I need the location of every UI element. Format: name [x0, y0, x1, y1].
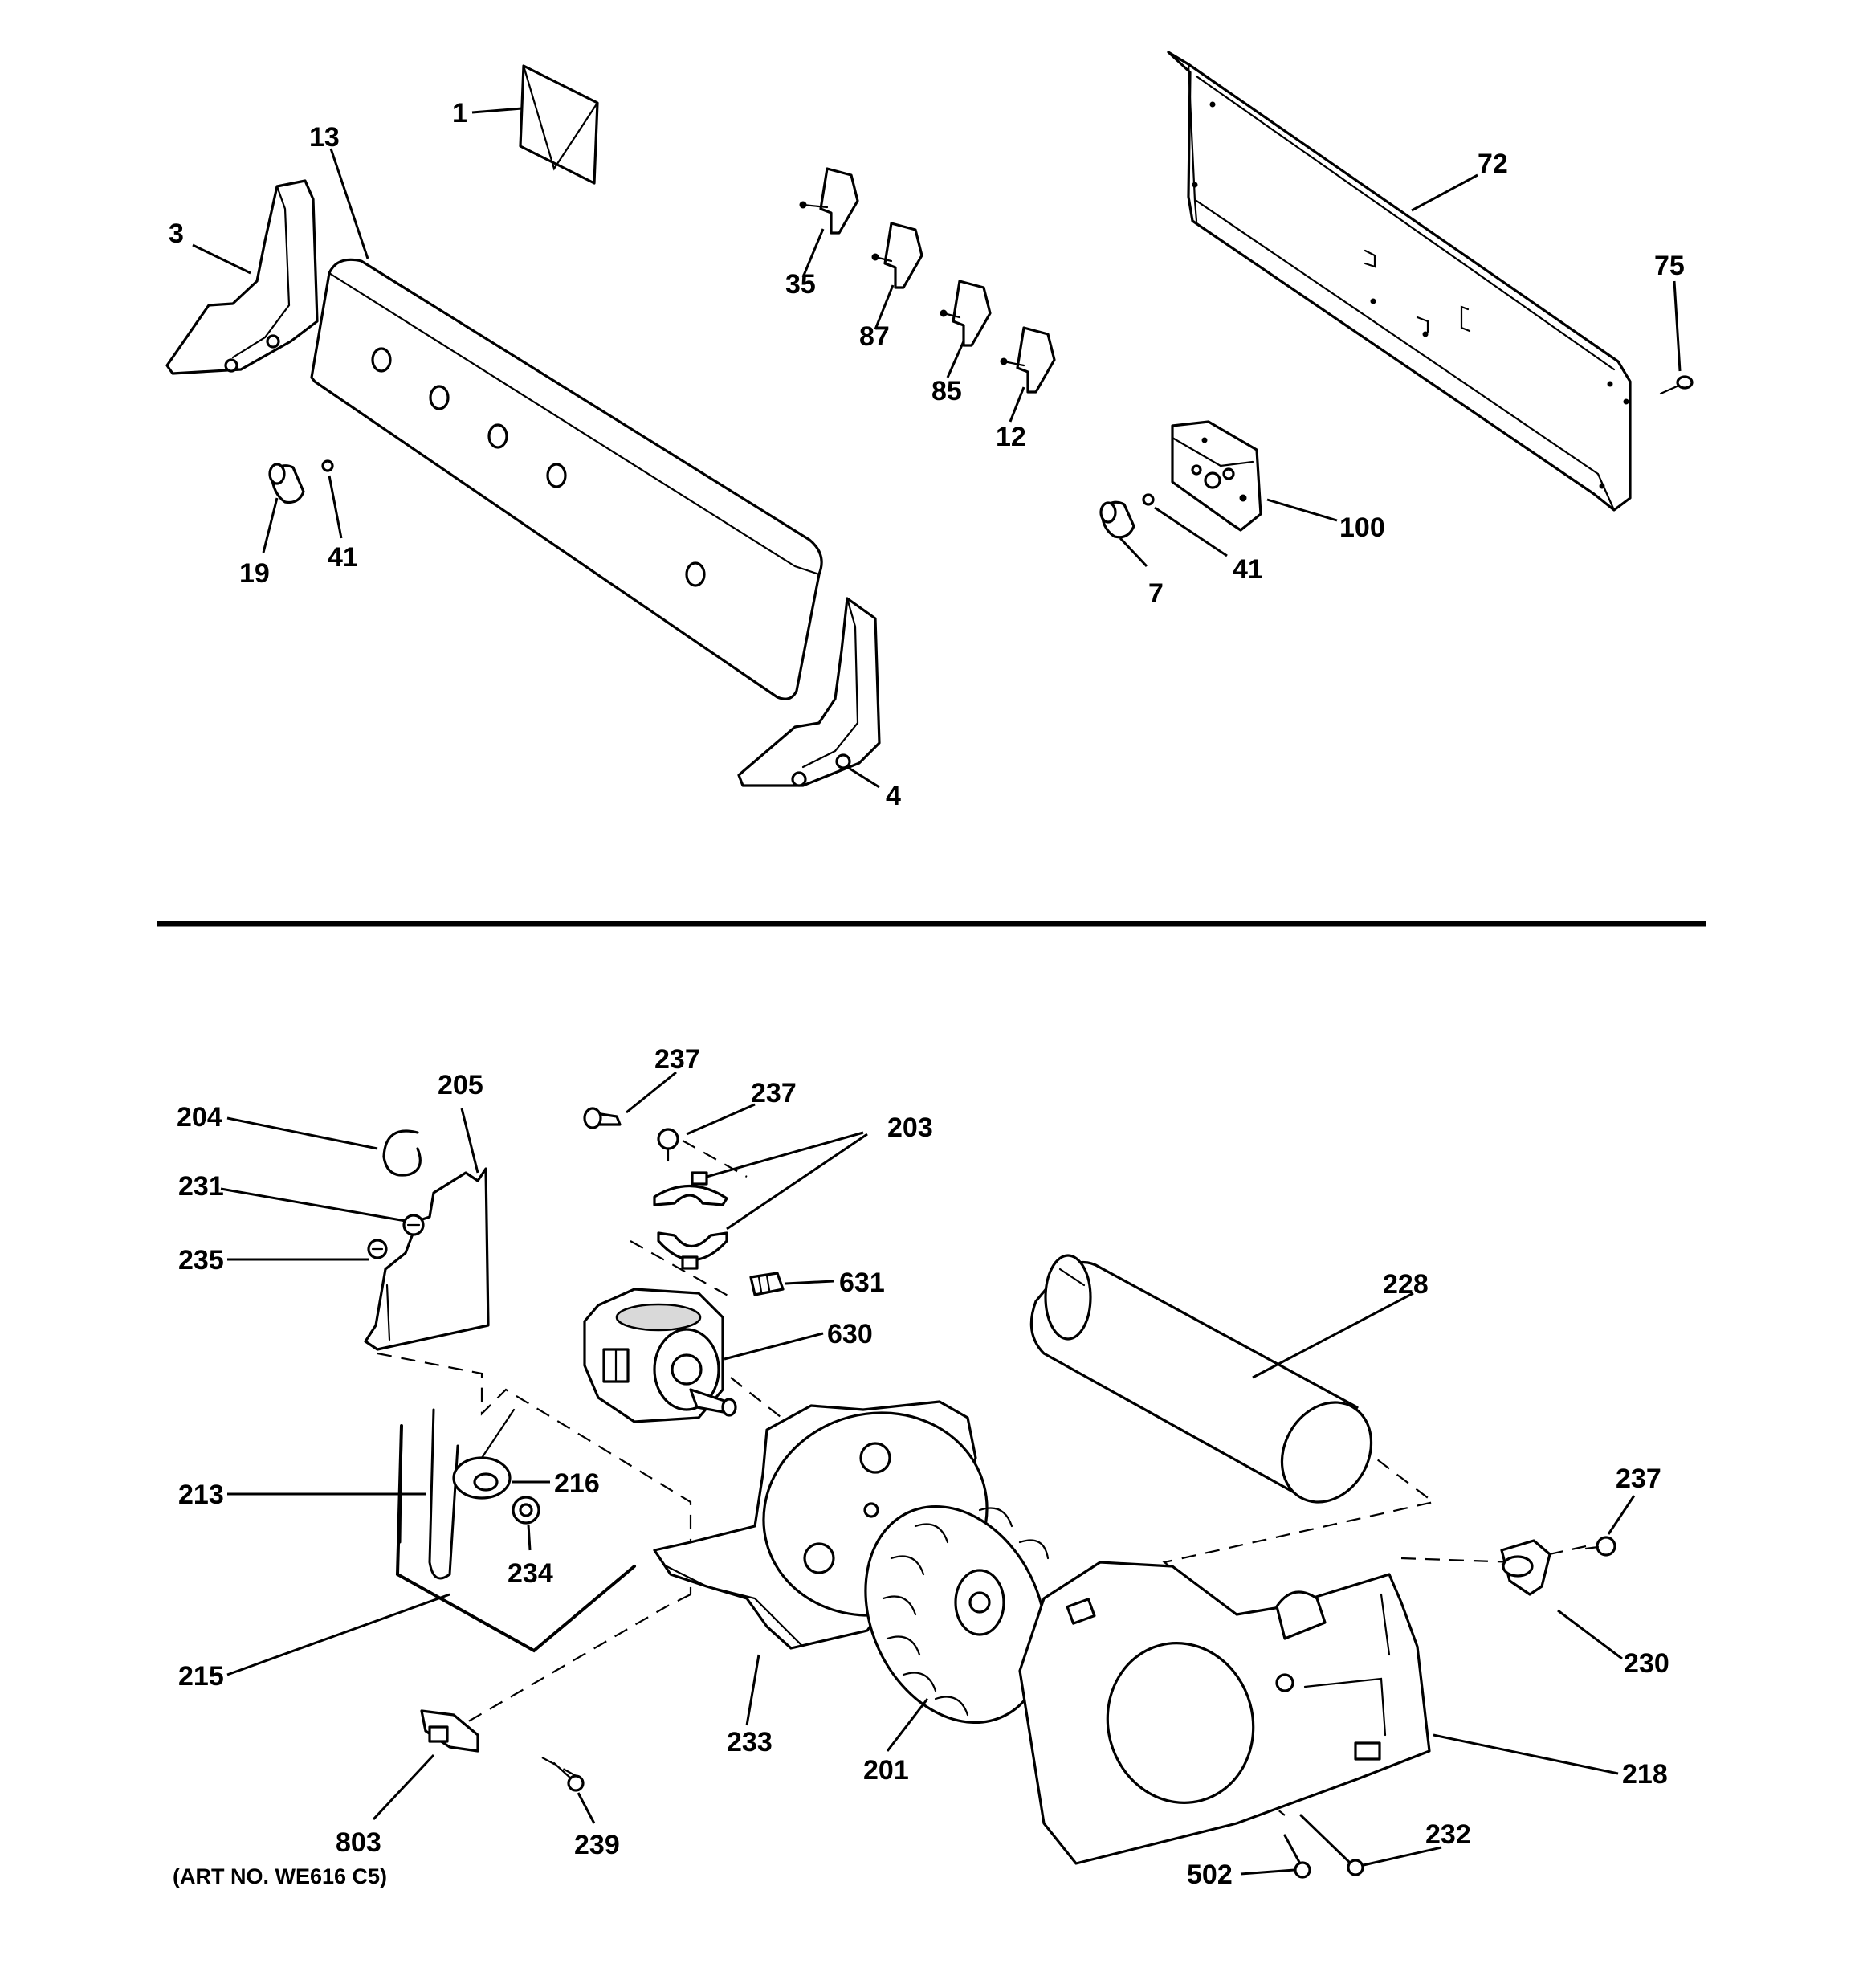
- callout-3: 3: [169, 218, 184, 249]
- part-228-duct: [1029, 1254, 1373, 1504]
- callout-35: 35: [785, 269, 816, 300]
- callout-230: 230: [1624, 1648, 1669, 1679]
- part-35-switch: [799, 167, 859, 235]
- part-3-left-endcap: [165, 179, 319, 375]
- callout-213: 213: [178, 1480, 224, 1510]
- part-4-right-endcap: [737, 597, 881, 787]
- part-41-clip-right: [1142, 493, 1155, 506]
- part-502-screw: [1283, 1834, 1311, 1879]
- art-number: (ART NO. WE616 C5): [173, 1864, 387, 1888]
- callout-237-c: 237: [1616, 1463, 1661, 1494]
- part-232-screw: [1299, 1814, 1364, 1876]
- part-204-clip: [382, 1129, 422, 1177]
- callout-12: 12: [996, 422, 1026, 452]
- callout-41-right: 41: [1233, 554, 1263, 585]
- callout-237-a: 237: [654, 1044, 700, 1075]
- part-205-bracket: [364, 1167, 490, 1351]
- callout-215: 215: [178, 1661, 224, 1692]
- part-231-screw: [402, 1214, 425, 1236]
- callout-75: 75: [1654, 251, 1685, 281]
- part-237-screw-b: [657, 1128, 679, 1162]
- part-630-motor: [583, 1288, 737, 1423]
- part-230-sensor: [1500, 1539, 1551, 1596]
- callout-1: 1: [452, 98, 467, 129]
- part-237-screw-c: [1584, 1536, 1616, 1557]
- callout-234: 234: [508, 1558, 553, 1589]
- callout-502: 502: [1187, 1859, 1233, 1890]
- part-237-screw-a: [583, 1107, 622, 1129]
- part-87-switch: [871, 222, 923, 289]
- part-72-rear-panel: [1167, 51, 1632, 512]
- part-216-idler-pulley: [452, 1408, 516, 1500]
- part-1-envelope: [519, 64, 599, 185]
- top-callouts: 1 13 3 35 87 85 12 72 75 100 41 7 19 41 …: [169, 98, 1685, 811]
- callout-7: 7: [1148, 578, 1164, 609]
- bottom-callouts: 237 237 203 205 204 231 235 631 630 228 …: [177, 1044, 1669, 1890]
- callout-228: 228: [1383, 1269, 1429, 1300]
- callout-72: 72: [1478, 149, 1508, 179]
- part-215-idler-arm: [395, 1424, 636, 1653]
- part-235-screw: [367, 1239, 388, 1259]
- callout-41-left: 41: [328, 542, 358, 573]
- part-203-clamp-bottom: [657, 1231, 728, 1270]
- callout-239: 239: [574, 1830, 620, 1860]
- part-19-knob: [268, 463, 305, 504]
- callout-630: 630: [827, 1319, 873, 1349]
- callout-233: 233: [727, 1727, 773, 1757]
- part-7-knob: [1099, 500, 1135, 539]
- callout-100: 100: [1339, 512, 1385, 543]
- callout-232: 232: [1425, 1819, 1471, 1850]
- callout-218: 218: [1622, 1759, 1668, 1790]
- callout-631: 631: [839, 1268, 885, 1298]
- part-12-switch: [1000, 326, 1056, 394]
- callout-19: 19: [239, 558, 270, 589]
- callout-87: 87: [859, 321, 890, 352]
- part-13-control-panel: [310, 258, 823, 700]
- part-85-switch: [940, 280, 992, 347]
- part-218-blower-housing-front: [1018, 1561, 1431, 1865]
- part-203-clamp-top: [653, 1171, 728, 1206]
- callout-216: 216: [554, 1468, 600, 1499]
- callout-231: 231: [178, 1171, 224, 1202]
- part-100-timer: [1171, 420, 1262, 532]
- part-75-screw: [1659, 375, 1694, 395]
- part-239-screw: [552, 1761, 585, 1792]
- bottom-leaders: [220, 1071, 1636, 1876]
- part-631-capacitor: [749, 1272, 785, 1296]
- top-leaders: [192, 107, 1682, 789]
- callout-237-b: 237: [751, 1078, 797, 1108]
- callout-201: 201: [863, 1755, 909, 1786]
- callout-204: 204: [177, 1102, 222, 1133]
- callout-85: 85: [932, 376, 962, 406]
- part-41-clip-left: [321, 459, 334, 472]
- part-201-blower-wheel: [864, 1504, 1050, 1725]
- callout-235: 235: [178, 1245, 224, 1276]
- callout-4: 4: [886, 781, 901, 811]
- part-803-switch: [420, 1709, 479, 1753]
- callout-13: 13: [309, 122, 340, 153]
- callout-203: 203: [887, 1112, 933, 1143]
- callout-803: 803: [336, 1827, 381, 1858]
- callout-205: 205: [438, 1070, 483, 1100]
- part-234-bolt: [512, 1496, 540, 1525]
